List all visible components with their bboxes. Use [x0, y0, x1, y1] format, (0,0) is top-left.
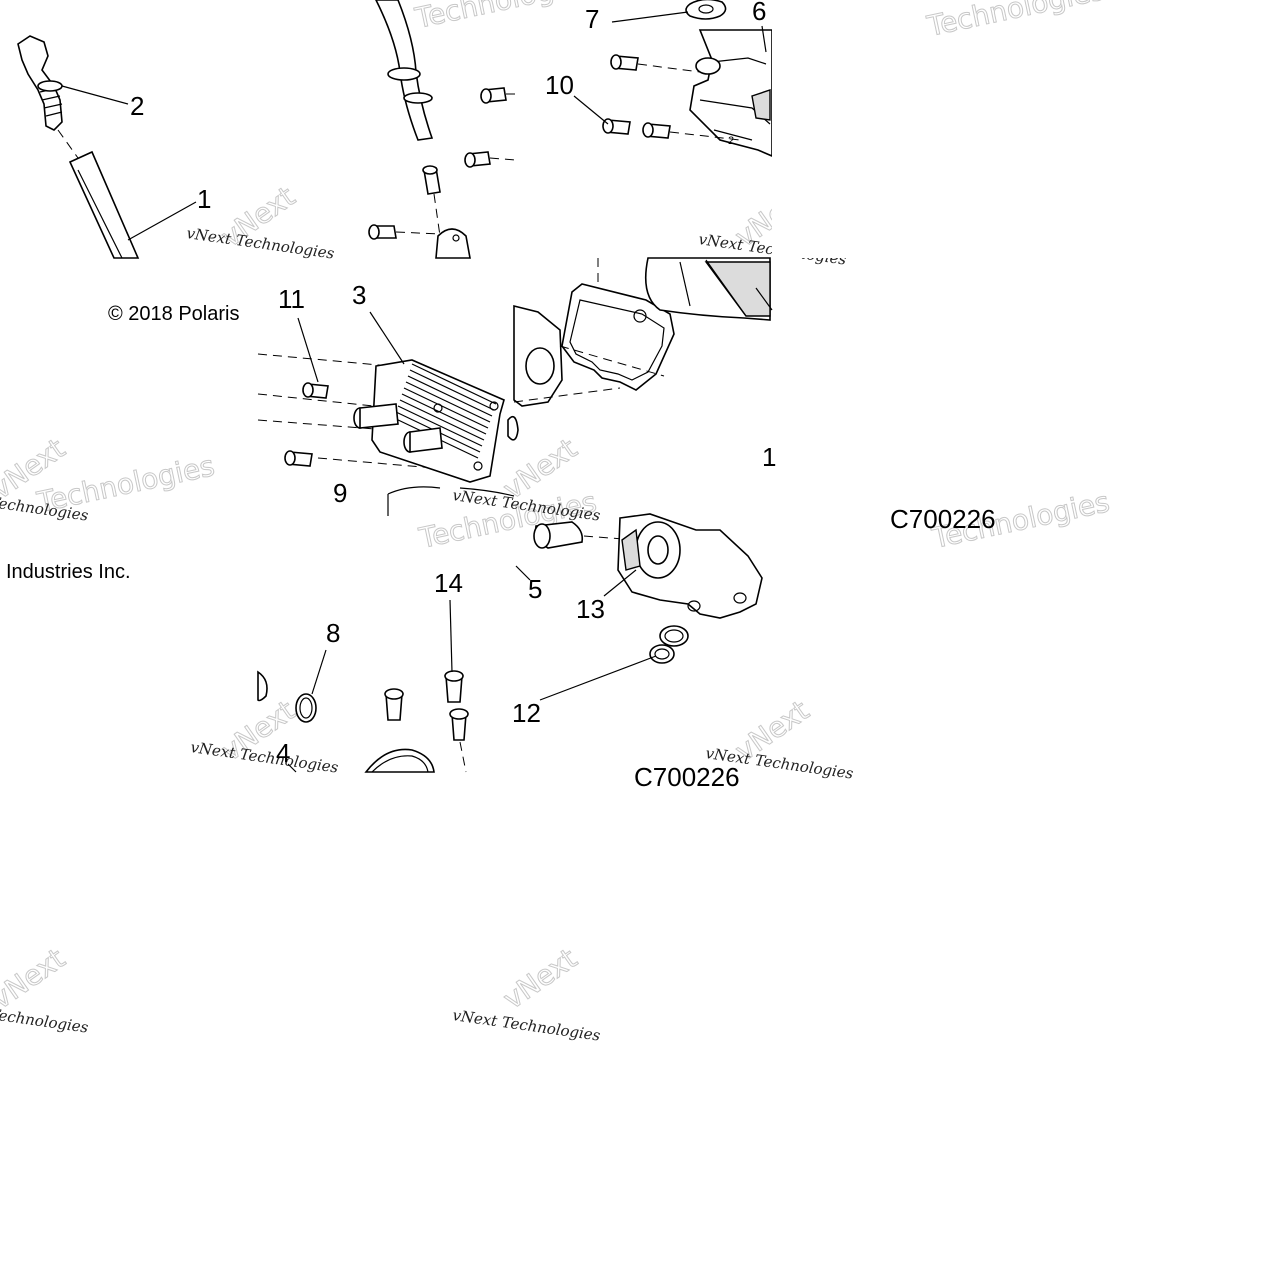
tile-top-center: 2 7 6 10: [545, 0, 773, 158]
copyright-bottom: Industries Inc.: [6, 561, 131, 583]
callout-7: 7: [585, 4, 599, 34]
part-12-oring: [649, 625, 689, 664]
callout-14: 14: [434, 568, 463, 598]
part-8-oring: [295, 693, 317, 723]
oil-hose: [375, 0, 434, 141]
callout-10: 10: [545, 70, 574, 100]
callout-8: 8: [326, 618, 340, 648]
callout-2: 2: [130, 91, 144, 121]
callout-partial-1: 1: [762, 442, 776, 472]
callout-11: 11: [278, 284, 305, 314]
callout-13: 13: [576, 594, 605, 624]
tile-lower: Industries Inc. 5 13 12 8: [6, 494, 763, 792]
tile-top-left: 2 1: [17, 0, 517, 259]
tile-middle-right: C700226: [890, 504, 996, 534]
drawing-code-2: C700226: [634, 762, 740, 792]
callout-6: 6: [752, 0, 766, 26]
tile-middle-center: 1: [513, 257, 776, 472]
part-3-oil-cooler: [371, 359, 505, 483]
part-1-tube: [68, 150, 140, 259]
watermark-technologies: Technologies: [412, 0, 596, 35]
callout-3: 3: [352, 280, 366, 310]
copyright-top: © 2018 Polaris: [108, 303, 239, 325]
callout-4: 4: [276, 738, 290, 768]
bolts-top: [368, 87, 517, 259]
drawing-code-1: C700226: [890, 504, 996, 534]
watermark-technologies: Technologies: [924, 0, 1108, 43]
part-gasket-seal: [561, 283, 675, 391]
callout-9: 9: [333, 478, 347, 508]
part-2-sensor: [17, 35, 63, 131]
tile-middle-left: © 2018 Polaris 11 3 9: [108, 280, 519, 508]
part-4-cover: [364, 748, 435, 773]
callout-1: 1: [197, 184, 211, 214]
svg-text:2: 2: [728, 135, 734, 147]
callout-12: 12: [512, 698, 541, 728]
part-14-bolts: [384, 670, 469, 773]
part-7-gasket: [685, 0, 727, 20]
callout-5: 5: [528, 574, 542, 604]
